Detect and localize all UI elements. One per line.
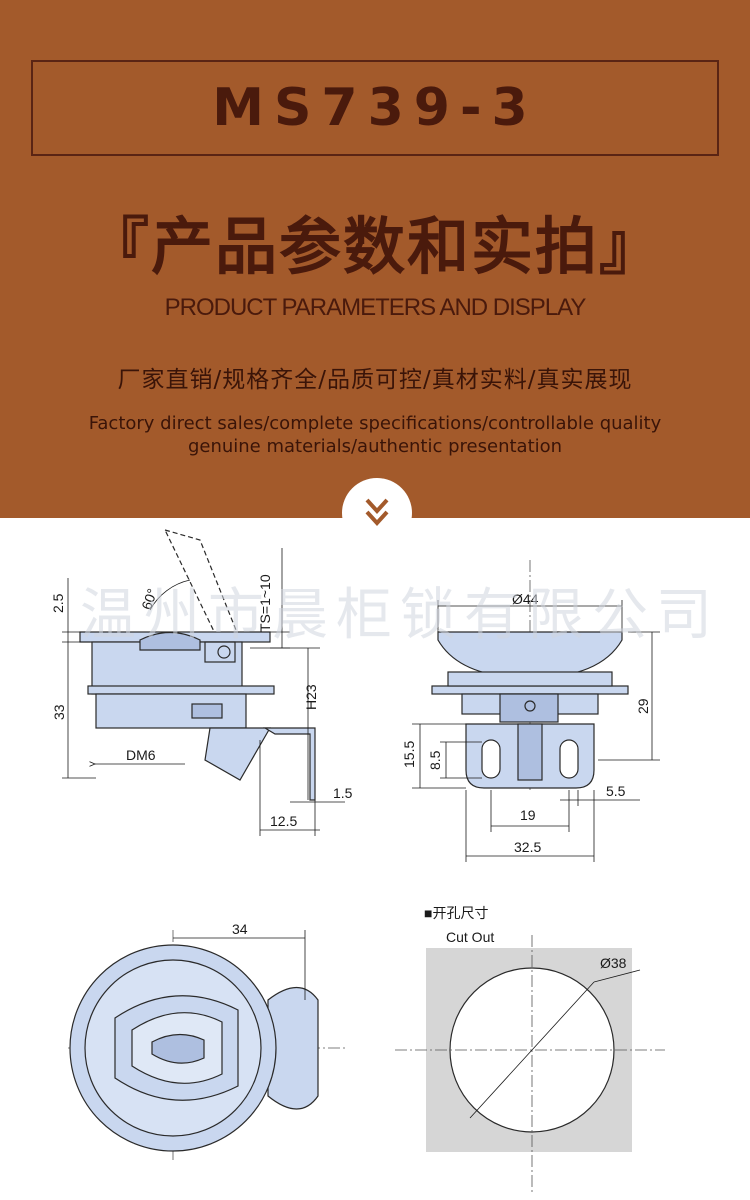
english-subtitle-line2: genuine materials/authentic presentation — [187, 436, 563, 457]
dim-12-5-label: 12.5 — [270, 813, 297, 829]
side-view — [62, 529, 345, 836]
top-view — [68, 930, 345, 1160]
dim-15-5-label: 15.5 — [401, 741, 417, 768]
dim-5-5-label: 5.5 — [606, 783, 626, 799]
dim-34-label: 34 — [232, 921, 248, 937]
model-title-box: MS739-3 — [31, 60, 719, 156]
dim-1-5-label: 1.5 — [333, 785, 353, 801]
dim-ts-label: TS=1~10 — [257, 574, 273, 632]
cutout-label-cn: ■开孔尺寸 — [424, 905, 488, 921]
cutout-label-en: Cut Out — [446, 929, 494, 945]
dim-29-label: 29 — [635, 698, 651, 714]
dim-h23-label: H23 — [303, 684, 319, 710]
dim-angle-label: 60° — [138, 586, 160, 611]
chinese-subtitle: 厂家直销/规格齐全/品质可控/真材实料/真实展现 — [117, 367, 633, 393]
chinese-section-title: 『产品参数和实拍』 — [86, 210, 663, 283]
dim-2-5-label: 2.5 — [50, 593, 66, 613]
english-section-title: PRODUCT PARAMETERS AND DISPLAY — [164, 294, 587, 321]
technical-drawing-svg: 2.5 60° TS=1~10 33 H23 DM6 1.5 12.5 — [50, 529, 720, 1195]
watermark-text: 温州市晨柜锁有限公司 — [80, 583, 720, 648]
cutout-view — [395, 935, 665, 1195]
model-title: MS739-3 — [212, 78, 538, 138]
technical-drawing: 2.5 60° TS=1~10 33 H23 DM6 1.5 12.5 — [0, 518, 750, 1200]
english-subtitle-line1: Factory direct sales/complete specificat… — [88, 413, 662, 434]
dim-dia44-label: Ø44 — [512, 591, 539, 607]
dim-33-label: 33 — [51, 704, 67, 720]
dim-dm6-label: DM6 — [126, 747, 156, 763]
double-chevron-down-icon — [342, 478, 412, 548]
dim-19-label: 19 — [520, 807, 536, 823]
english-subtitle: Factory direct sales/complete specificat… — [0, 412, 750, 458]
dim-32-5-label: 32.5 — [514, 839, 541, 855]
dim-dia38-label: Ø38 — [600, 955, 627, 971]
front-view — [412, 560, 660, 862]
dim-8-5-label: 8.5 — [427, 750, 443, 770]
header-banner: MS739-3 『产品参数和实拍』 PRODUCT PARAMETERS AND… — [0, 0, 750, 518]
